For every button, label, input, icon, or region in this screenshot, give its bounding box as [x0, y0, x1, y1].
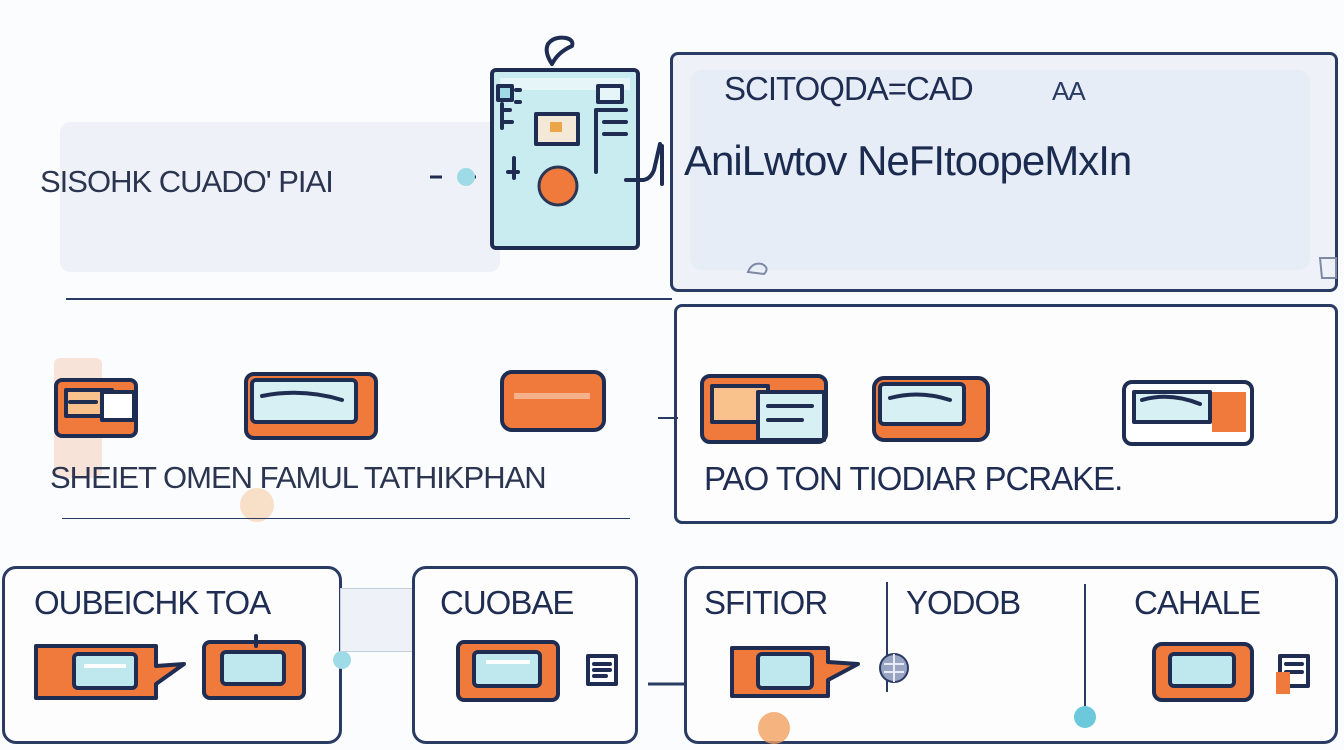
subtitle-hook [624, 142, 664, 186]
bottom-box-2-title: CUOBAE [440, 584, 574, 621]
small-doc-icon-1 [586, 654, 618, 686]
top-connector-arrow [430, 168, 490, 186]
bottom-dot-orange [758, 712, 790, 744]
bottom-box-3-title-b: YODOB [906, 584, 1021, 621]
card-icon-11 [1152, 642, 1254, 702]
panel-corner-mark-right [1318, 257, 1337, 279]
top-divider [66, 298, 672, 300]
card-icon-5 [872, 376, 990, 442]
card-reader-icon [490, 35, 640, 250]
card-icon-3 [500, 370, 606, 432]
card-icon-9 [456, 640, 560, 702]
small-doc-icon-2 [1276, 654, 1310, 694]
card-icon-8 [202, 634, 306, 700]
bottom-box-3-divider-2 [1084, 584, 1086, 714]
top-panel-title: SCITOQDA=CAD [724, 70, 974, 107]
card-icon-2 [244, 372, 378, 440]
middle-left-caption: SHEIET OMEN FAMUL TATHIKPHAN [50, 460, 547, 495]
bottom-box-1-title: OUBEICHK TOA [34, 584, 271, 621]
bottom-connector-2 [648, 682, 686, 686]
globe-icon [879, 653, 909, 683]
middle-connector [658, 417, 678, 419]
card-icon-1 [54, 378, 138, 438]
top-panel-subtitle: AniLwtov NeFItoopeMxIn [684, 137, 1132, 184]
bottom-connector-panel [340, 588, 416, 652]
card-icon-10 [730, 646, 860, 698]
top-left-label: SISOHK CUADO' PIAI [40, 164, 334, 199]
top-right-panel-glow [690, 70, 1310, 270]
card-icon-6 [1122, 380, 1254, 446]
card-icon-7 [34, 644, 186, 700]
bottom-connector-1 [333, 651, 351, 669]
bottom-dot-cyan [1074, 706, 1096, 728]
caption-dot [240, 488, 274, 522]
top-panel-title-suffix: AA [1052, 76, 1086, 106]
bottom-box-3-title-c: CAHALE [1134, 584, 1261, 621]
middle-divider [62, 518, 630, 519]
card-icon-4 [700, 374, 828, 444]
bottom-box-3-title-a: SFITIOR [704, 584, 828, 621]
middle-right-caption: PAO TON TIODIAR PCRAKE. [704, 460, 1123, 497]
top-left-wash [60, 122, 500, 272]
panel-corner-mark-left [746, 262, 768, 276]
bottom-box-3-divider-1 [886, 582, 888, 692]
